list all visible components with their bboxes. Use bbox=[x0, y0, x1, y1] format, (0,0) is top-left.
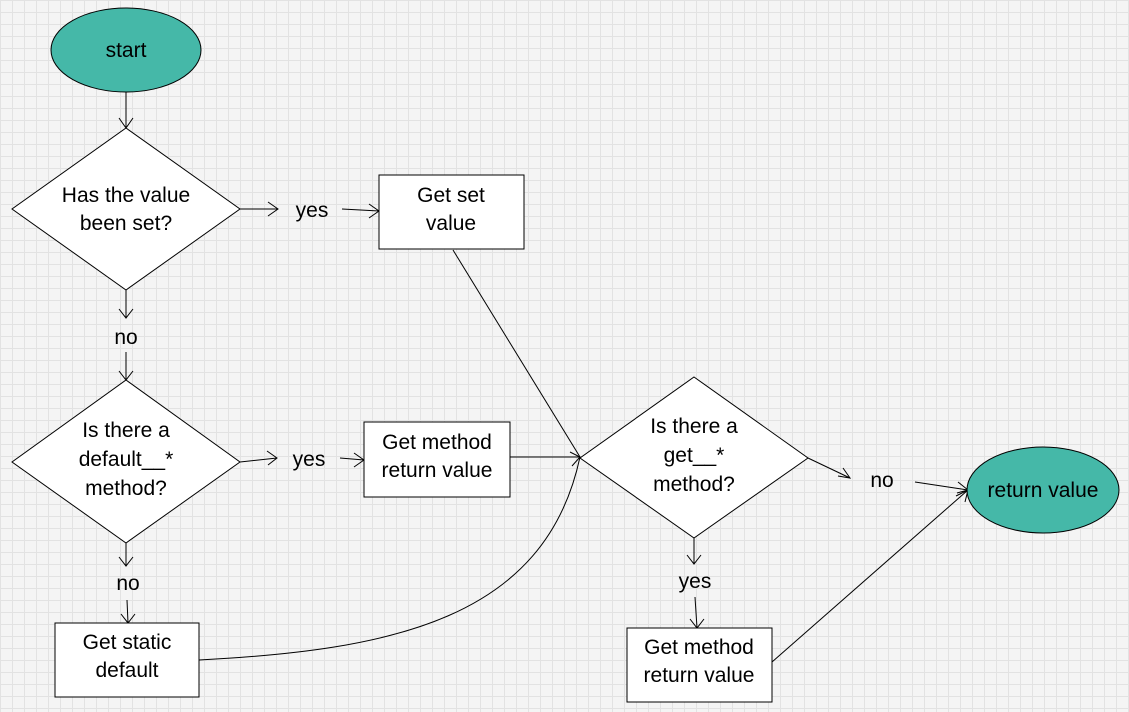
connector-yes-to-get-method-2 bbox=[694, 596, 698, 629]
arrowhead bbox=[837, 467, 852, 479]
process-box bbox=[54, 622, 200, 698]
arrowhead bbox=[569, 451, 581, 467]
edge-label-default-yes: yes bbox=[293, 448, 326, 471]
arrowhead bbox=[267, 201, 279, 217]
process-box bbox=[363, 421, 511, 498]
connector-no-to-static-default bbox=[126, 599, 129, 624]
get-set-value-line-2: value bbox=[426, 212, 476, 235]
decision-default-line-1: Is there a bbox=[82, 419, 170, 442]
edge-label-get-no: no bbox=[870, 469, 893, 492]
connector-yes-to-get-set-value bbox=[341, 208, 380, 212]
decision-get-line-1: Is there a bbox=[650, 415, 738, 438]
get-set-value-line-1: Get set bbox=[417, 184, 485, 207]
edge-label-set-no: no bbox=[114, 326, 137, 349]
decision-default-line-2: default__* bbox=[79, 448, 174, 471]
decision-get-line-3: method? bbox=[653, 473, 735, 496]
process-get-static-default: Get static default bbox=[54, 622, 200, 698]
connector-no-to-return-value bbox=[914, 481, 969, 491]
return-value-ellipse bbox=[966, 446, 1120, 534]
connector-yes-to-get-method bbox=[339, 457, 365, 461]
decision-value-set-line-1: Has the value bbox=[62, 184, 190, 207]
arrowhead bbox=[266, 450, 278, 466]
arrowhead bbox=[686, 554, 702, 565]
get-method-1-line-1: Get method bbox=[382, 431, 492, 454]
process-get-set-value: Get set value bbox=[378, 174, 525, 250]
decision-diamond bbox=[11, 379, 241, 544]
get-static-default-line-2: default bbox=[95, 659, 158, 682]
start-ellipse bbox=[50, 7, 202, 93]
decision-value-set: Has the value been set? bbox=[11, 127, 241, 291]
edge-label-get-yes: yes bbox=[679, 570, 712, 593]
connectors bbox=[118, 92, 969, 663]
get-static-default-line-1: Get static bbox=[83, 631, 172, 654]
decision-get-line-2: get__* bbox=[664, 444, 725, 467]
connector-static-default-to-get-check bbox=[198, 456, 581, 661]
edge-label-default-no: no bbox=[116, 572, 139, 595]
decision-diamond bbox=[11, 127, 241, 291]
start-terminal: start bbox=[50, 7, 202, 93]
decision-get-method: Is there a get__* method? bbox=[579, 376, 809, 539]
get-method-2-line-2: return value bbox=[644, 664, 755, 687]
get-method-2-line-1: Get method bbox=[644, 636, 754, 659]
process-box bbox=[378, 174, 525, 250]
process-get-method-return-value-2: Get method return value bbox=[626, 627, 773, 703]
arrowhead bbox=[118, 556, 134, 567]
arrowhead bbox=[118, 308, 134, 319]
start-label: start bbox=[106, 39, 147, 62]
decision-default-method: Is there a default__* method? bbox=[11, 379, 241, 544]
connector-default-check-to-yes bbox=[239, 457, 278, 463]
connector-get-set-value-to-get-check bbox=[452, 249, 581, 458]
edge-label-set-yes: yes bbox=[296, 199, 329, 222]
process-get-method-return-value-1: Get method return value bbox=[363, 421, 511, 498]
decision-diamond bbox=[579, 376, 809, 539]
decision-default-line-3: method? bbox=[85, 477, 167, 500]
connector-get-check-to-no bbox=[807, 457, 851, 479]
get-method-1-line-2: return value bbox=[382, 459, 493, 482]
return-value-terminal: return value bbox=[966, 446, 1120, 534]
return-value-label: return value bbox=[988, 479, 1099, 502]
decision-value-set-line-2: been set? bbox=[80, 212, 172, 235]
edge-labels: yes no yes no yes no bbox=[114, 199, 893, 595]
process-box bbox=[626, 627, 773, 703]
connector-get-method-2-to-return-value bbox=[771, 489, 969, 663]
